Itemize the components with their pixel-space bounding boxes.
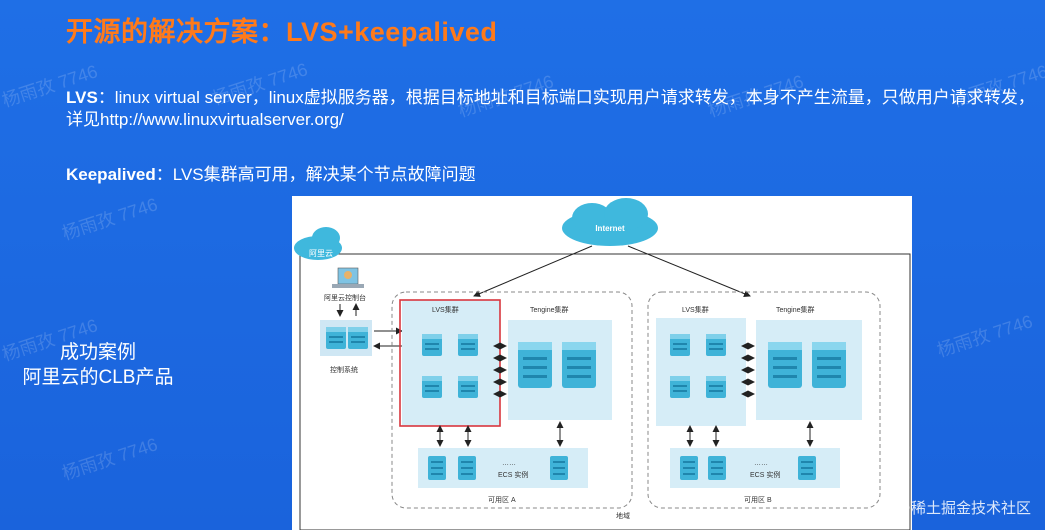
ecs-server-icon [550,456,568,480]
lvs-tengine-a-links [493,342,507,398]
success-case-label: 成功案例 阿里云的CLB产品 [18,340,178,390]
zone-a-ecs-links [436,421,564,447]
success-case-heading: 成功案例 [59,342,136,363]
success-case-product: 阿里云的CLB产品 [22,367,174,388]
lvs-cluster-a-box [402,300,500,426]
lvs-server-icon [706,376,726,398]
tengine-cluster-a-label: Tengine集群 [530,305,569,314]
watermark: 杨雨孜 7746 [59,434,161,484]
zone-a-label: 可用区 A [488,496,516,504]
keepalived-paragraph: Keepalived：LVS集群高可用，解决某个节点故障问题 [66,164,476,186]
ecs-a-label: ECS 实例 [498,470,528,479]
lvs-cluster-b-box [656,318,746,426]
zone-b-label: 可用区 B [744,496,772,504]
ecs-server-icon [428,456,446,480]
lvs-description: ：linux virtual server，linux虚拟服务器，根据目标地址和… [66,88,1035,129]
watermark: 杨雨孜 7746 [59,194,161,244]
lvs-cluster-a-label: LVS集群 [432,305,459,314]
lvs-server-icon [422,334,442,356]
ecs-server-icon [708,456,726,480]
tengine-server-icon [768,342,802,388]
keepalived-description: ：LVS集群高可用，解决某个节点故障问题 [155,165,476,184]
aliyun-frame [299,253,911,530]
lvs-server-icon [670,334,690,356]
architecture-diagram: Internet 阿里云 阿里云控制台 控制系统 LVS集群 [292,196,912,530]
zone-a-frame [391,291,633,509]
lvs-server-icon [458,334,478,356]
internet-cloud-icon [562,198,658,246]
ecs-b-dots: …… [754,460,768,467]
ecs-a-dots: …… [502,460,516,467]
lvs-term: LVS [66,88,98,107]
tengine-server-icon [518,342,552,388]
architecture-diagram-svg: Internet 阿里云 阿里云控制台 控制系统 LVS集群 [294,198,911,530]
console-label: 阿里云控制台 [324,293,366,302]
region-label: 地域 [616,511,630,520]
aliyun-label: 阿里云 [309,249,333,258]
lvs-server-icon [422,376,442,398]
watermark: 杨雨孜 7746 [934,311,1036,361]
ecs-server-icon [680,456,698,480]
zone-b-frame [647,291,881,509]
lvs-tengine-b-links [741,342,755,398]
keepalived-term: Keepalived [66,165,156,184]
ecs-server-icon [458,456,476,480]
lvs-server-icon [670,376,690,398]
internet-to-zone-b-arrow [627,245,751,297]
aliyun-cloud-icon [294,227,342,260]
lvs-paragraph: LVS：linux virtual server，linux虚拟服务器，根据目标… [66,87,1045,131]
tengine-server-icon [812,342,846,388]
ecs-b-label: ECS 实例 [750,470,780,479]
tengine-server-icon [562,342,596,388]
slide-title: 开源的解决方案：LVS+keepalived [66,17,498,47]
control-server-icon [326,327,346,349]
lvs-server-icon [706,334,726,356]
internet-to-zone-a-arrow [473,245,593,297]
console-icon [332,267,364,288]
control-server-icon [348,327,368,349]
tengine-cluster-b-label: Tengine集群 [776,305,815,314]
lvs-cluster-a-highlight [399,299,501,427]
ecs-server-icon [798,456,816,480]
control-system-label: 控制系统 [330,365,358,374]
zone-b-ecs-links [686,421,814,447]
lvs-cluster-b-label: LVS集群 [682,305,709,314]
lvs-server-icon [458,376,478,398]
internet-label: Internet [595,224,625,233]
source-watermark: @稀土掘金技术社区 [895,500,1031,517]
